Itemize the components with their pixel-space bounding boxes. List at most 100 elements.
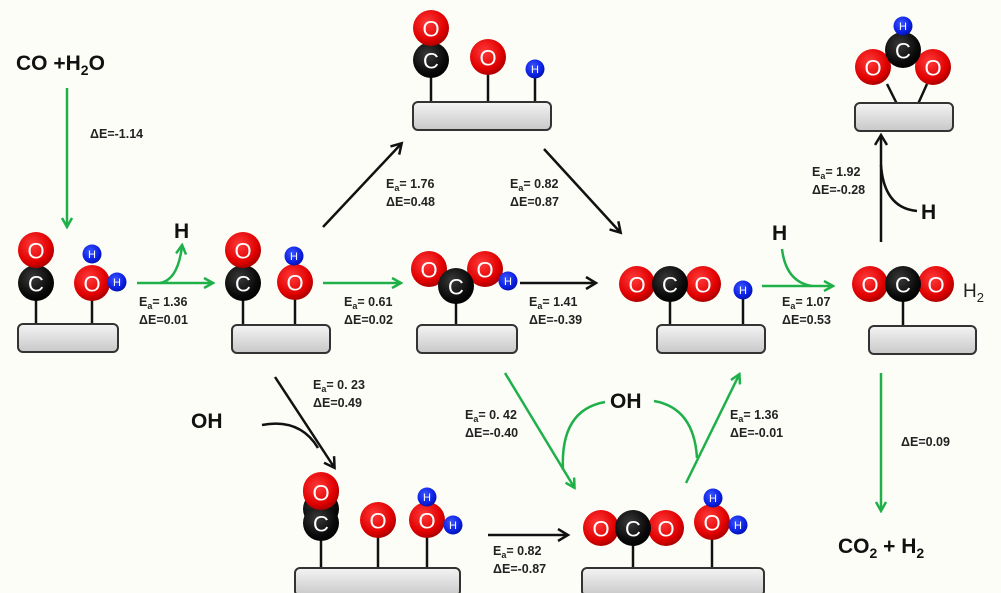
carbon-atom-label: C [423,49,439,74]
slab-1 [17,323,119,353]
oxygen-atom: O [18,232,54,268]
carbon-atom: C [18,265,54,301]
reaction-energy: ΔE=0.87 [510,195,559,209]
h-released-label: H [174,220,189,243]
oxygen-atom-label: O [861,273,878,298]
oxygen-atom: O [648,510,684,546]
oxygen-atom: O [303,474,339,510]
reactants-label: CO +H2O [16,52,105,78]
slab-6 [868,325,977,355]
slab-7 [854,102,954,132]
reaction-energy: ΔE=-0.01 [730,426,783,440]
arrow-h-release [159,246,182,285]
oxygen-atom-label: O [703,511,720,536]
hydrogen-atom-label: H [290,251,298,263]
oxygen-atom-label: O [657,517,674,542]
slab-8 [294,567,461,593]
carbon-atom: C [885,32,921,68]
hydrogen-atom-label: H [449,520,457,532]
hydrogen-atom: H [417,487,437,507]
reaction-energy: ΔE=-0.39 [529,313,582,327]
oxygen-atom-label: O [83,272,100,297]
carbon-atom-label: C [448,275,464,300]
reaction-energy: ΔE=0.01 [139,313,188,327]
hydrogen-atom: H [107,272,127,292]
oxygen-atom-label: O [694,273,711,298]
reaction-energy: ΔE=0.09 [901,435,950,449]
oxygen-atom: O [694,504,730,540]
oxygen-atom: O [583,510,619,546]
oxygen-atom-label: O [312,481,329,506]
carbon-atom: C [303,505,339,541]
carbon-atom: C [225,265,261,301]
oxygen-atom: O [470,39,506,75]
reaction-energy: ΔE=-0.87 [493,562,546,576]
hydrogen-atom: H [443,515,463,535]
h-added-hcoo-label: H [921,201,936,224]
carbon-atom-label: C [28,272,44,297]
activation-energy: Ea= 1.76 [386,177,435,193]
slab-9 [581,567,765,593]
carbon-atom-label: C [895,39,911,64]
activation-energy: Ea= 1.41 [529,295,578,311]
arrow-h-addition-hcoo [879,164,918,213]
activation-energy: Ea= 0.82 [510,177,559,193]
oxygen-atom-label: O [369,509,386,534]
hydrogen-atom: H [284,246,304,266]
arrow-oh-dissociation [322,144,401,228]
activation-energy: Ea= 1.36 [139,295,188,311]
arrow-oh-cycle-right [653,399,699,459]
slab-2 [231,324,331,354]
oxygen-atom: O [619,266,655,302]
slab-3 [412,101,552,131]
hydrogen-atom-label: H [899,21,907,33]
hydrogen-atom: H [498,271,518,291]
activation-energy: Ea= 1.92 [812,165,861,181]
oxygen-atom: O [915,49,951,85]
carbon-atom-label: C [895,273,911,298]
activation-energy: Ea= 1.36 [730,408,779,424]
surface-bond [916,83,929,105]
oxygen-atom-label: O [234,239,251,264]
slab-5 [656,324,766,354]
activation-energy: Ea= 0.61 [344,295,393,311]
reaction-energy: ΔE=-0.28 [812,183,865,197]
hydrogen-atom-label: H [709,493,717,505]
oxygen-atom: O [855,49,891,85]
oxygen-atom: O [225,232,261,268]
hydrogen-atom-label: H [113,277,121,289]
activation-energy: Ea= 0. 42 [465,408,517,424]
oxygen-atom: O [467,251,503,287]
energy-label-ads: ΔE=-1.14 [90,127,143,141]
oxygen-atom: O [413,10,449,46]
molecule-layer: COOHHCOOHCOOHOOCHOOCHOOCOOCHCOOOHHCOOOCO… [17,10,977,593]
reaction-energy: ΔE=0.02 [344,313,393,327]
h-added-label: H [772,222,787,245]
hydrogen-atom: H [525,59,545,79]
oxygen-atom: O [277,264,313,300]
hydrogen-atom-label: H [88,249,96,261]
oxygen-atom-label: O [286,271,303,296]
oxygen-atom-label: O [27,239,44,264]
oxygen-atom-label: O [927,273,944,298]
carbon-atom: C [885,266,921,302]
hydrogen-atom: H [733,280,753,300]
hydrogen-atom: H [703,488,723,508]
reaction-energy: ΔE=0.53 [782,313,831,327]
carbon-atom: C [438,268,474,304]
oxygen-atom-label: O [628,273,645,298]
oxygen-atom: O [685,266,721,302]
surface-bond [885,83,899,105]
activation-energy: Ea= 1.07 [782,295,831,311]
reaction-energy: ΔE=-1.14 [90,127,143,141]
carbon-atom-label: C [625,517,641,542]
carbon-atom-label: C [235,272,251,297]
carbon-atom-label: C [313,512,329,537]
oxygen-atom-label: O [479,46,496,71]
